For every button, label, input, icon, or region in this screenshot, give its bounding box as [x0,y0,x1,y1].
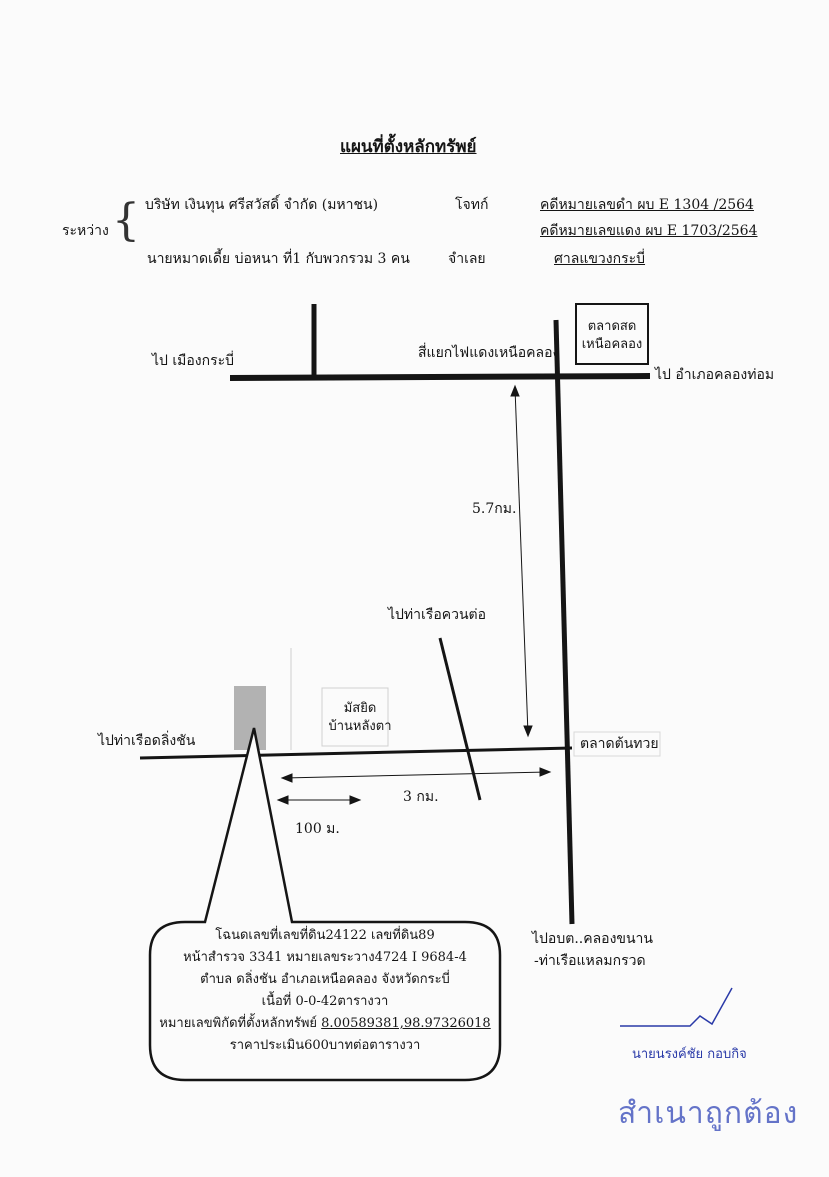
plaintiff-role: โจทก์ [455,197,489,213]
label-market-ton-thuai: ตลาดต้นทวย [580,736,659,752]
signature-scribble [620,987,733,1027]
market-nuea-khlong-box [575,303,649,365]
label-distance-100m: 100 ม. [295,821,340,837]
road-bottom [139,746,573,760]
defendant-role: จำเลย [448,251,486,267]
between-label: ระหว่าง [62,223,109,239]
road-khuan-to [438,637,482,801]
property-note: โฉนดเลขที่เลขที่ดิน24122 เลขที่ดิน89 หน้… [148,925,502,1057]
coords-value: 8.00589381,98.97326018 [321,1016,491,1031]
coords-label: หมายเลขพิกัดที่ตั้งหลักทรัพย์ [159,1016,322,1031]
signer-name: นายนรงค์ชัย กอบกิจ [632,1047,747,1062]
market-ton-thuai-box [573,731,661,757]
black-case-number: คดีหมายเลขดำ ผบ E 1304 /2564 [540,197,754,213]
court-name: ศาลแขวงกระบี่ [554,251,646,267]
note-line-survey: หน้าสำรวจ 3341 หมายเลขระวาง4724 I 9684-4 [183,950,467,965]
red-case-number: คดีหมายเลขแดง ผบ E 1703/2564 [540,223,758,239]
label-junction: สี่แยกไฟแดงเหนือคลอง [418,345,560,361]
label-market-nuea-khlong: ตลาดสด เหนือคลอง [581,319,643,352]
label-to-dling-chan: ไปท่าเรือดลิ่งชัน [98,733,196,749]
page-title: แผนที่ตั้งหลักทรัพย์ [340,137,477,157]
label-to-khlong-khanan-2: -ท่าเรือแหลมกรวด [534,953,646,969]
dist-arrow-main [510,384,533,738]
dist-arrow-100m [276,795,362,805]
label-mosque: มัสยิด บ้านหลังตา [328,701,392,734]
label-to-khuan-to: ไปท่าเรือควนต่อ [388,607,487,623]
plaintiff-name: บริษัท เงินทุน ศรีสวัสดิ์ จำกัด (มหาชน) [145,197,379,213]
note-line-deed: โฉนดเลขที่เลขที่ดิน24122 เลขที่ดิน89 [215,928,435,943]
label-to-khlong-thom: ไป อำเภอคลองท่อม [655,367,775,383]
note-line-coords: หมายเลขพิกัดที่ตั้งหลักทรัพย์ 8.00589381… [148,1013,502,1035]
brace-icon: { [112,195,140,246]
road-top [229,373,651,381]
callout-bubble [148,727,502,1082]
mosque-box [321,687,389,747]
label-distance-3km: 3 กม. [403,789,439,805]
road-main-vertical [553,319,575,925]
dist-arrow-3km [280,767,552,783]
label-to-khlong-khanan-1: ไปอบต..คลองขนาน [532,931,653,947]
note-line-location: ตำบล ดลิ่งชัน อำเภอเหนือคลอง จังหวัดกระบ… [200,972,450,987]
label-to-krabi-city: ไป เมืองกระบี่ [152,353,235,369]
note-line-area: เนื้อที่ 0-0-42ตารางวา [261,994,389,1009]
certified-copy-stamp: สำเนาถูกต้อง [618,1096,799,1131]
defendant-name: นายหมาดเดี้ย บ่อหนา ที่1 กับพวกรวม 3 คน [147,251,410,267]
note-line-price: ราคาประเมิน600บาทต่อตารางวา [229,1038,421,1053]
label-distance-main: 5.7กม. [472,501,517,517]
